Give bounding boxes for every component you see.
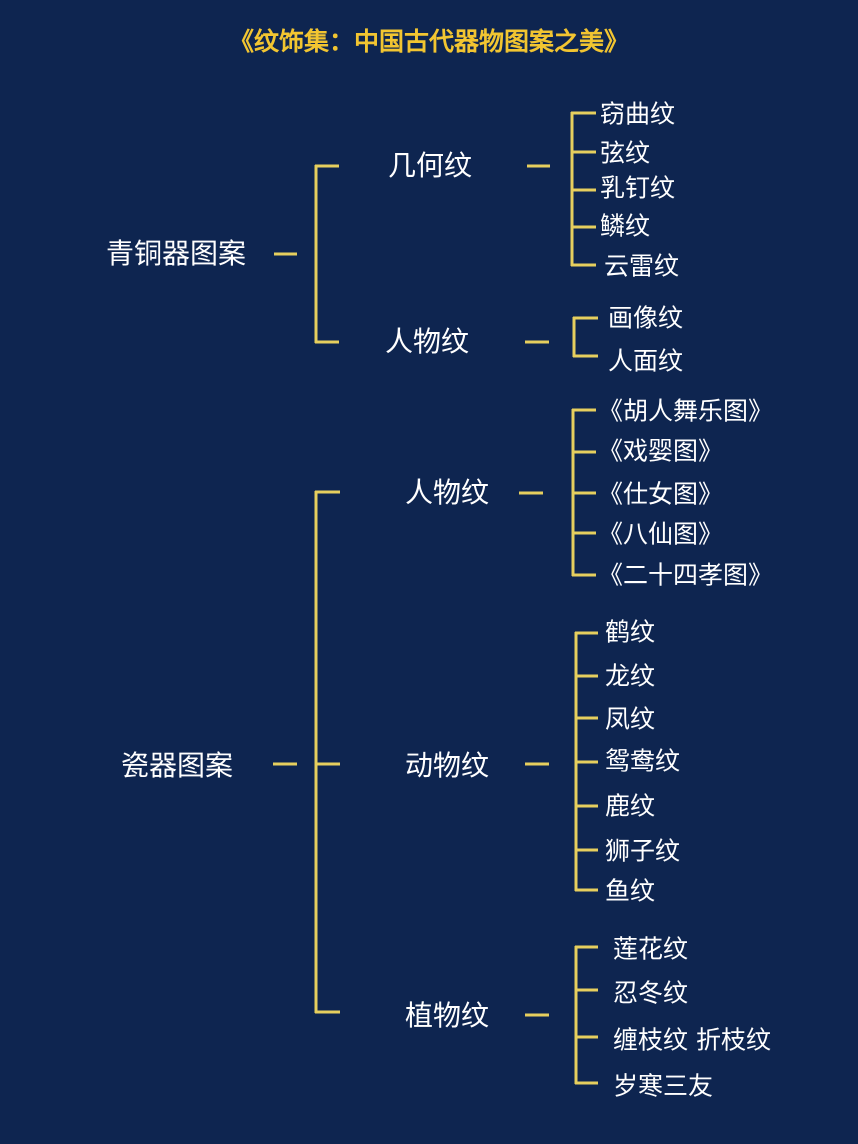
leaf: 龙纹 — [605, 661, 656, 691]
leaf: 乳钉纹 — [600, 173, 676, 203]
leaf: 弦纹 — [600, 138, 651, 168]
leaf: 《戏婴图》 — [598, 436, 724, 466]
leaf: 狮子纹 — [605, 836, 681, 866]
leaf: 凤纹 — [605, 704, 656, 734]
leaf: 《八仙图》 — [598, 519, 724, 549]
node-animal: 动物纹 — [405, 749, 490, 782]
leaf: 画像纹 — [608, 303, 684, 333]
leaf: 岁寒三友 — [613, 1071, 714, 1101]
leaf: 《仕女图》 — [598, 479, 724, 509]
leaf: 《二十四孝图》 — [598, 560, 774, 590]
leaf: 缠枝纹 折枝纹 — [613, 1025, 771, 1055]
leaf: 鹤纹 — [605, 617, 656, 647]
leaf: 窃曲纹 — [600, 99, 676, 129]
leaf: 人面纹 — [608, 346, 684, 376]
leaf: 云雷纹 — [604, 251, 680, 281]
leaf: 莲花纹 — [613, 934, 689, 964]
leaf: 鹿纹 — [605, 791, 656, 821]
node-plant: 植物纹 — [405, 999, 490, 1032]
leaf: 鸳鸯纹 — [605, 746, 681, 776]
leaf: 忍冬纹 — [613, 978, 689, 1008]
node-figure-porcelain: 人物纹 — [405, 476, 490, 509]
leaf: 鳞纹 — [600, 211, 651, 241]
leaf: 《胡人舞乐图》 — [598, 396, 774, 426]
root-bronze-patterns: 青铜器图案 — [106, 237, 247, 270]
root-porcelain-patterns: 瓷器图案 — [121, 749, 234, 782]
node-geometric: 几何纹 — [388, 149, 473, 182]
diagram-title: 《纹饰集：中国古代器物图案之美》 — [228, 27, 629, 56]
node-figure-bronze: 人物纹 — [385, 325, 470, 358]
leaf: 鱼纹 — [605, 876, 656, 906]
